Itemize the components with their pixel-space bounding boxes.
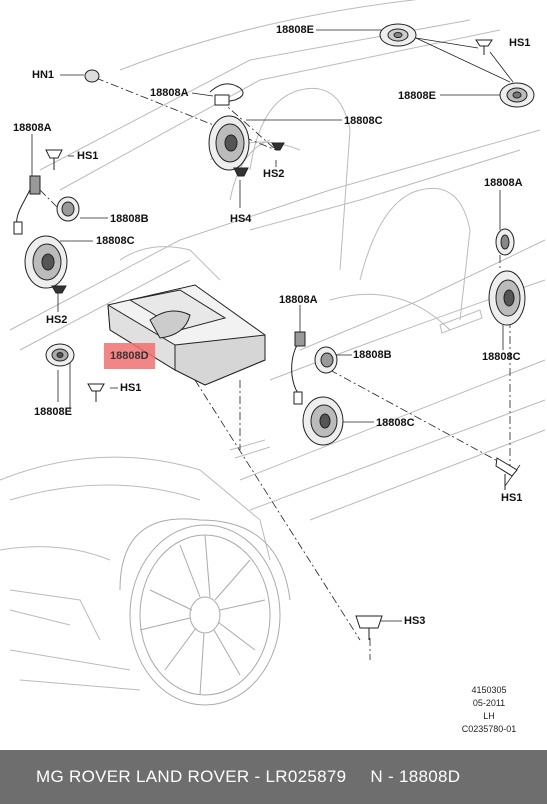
- callout-18808a-top: 18808A: [150, 87, 189, 99]
- callout-18808d-highlighted: 18808D: [104, 343, 155, 369]
- wheel-outline: [119, 518, 291, 706]
- callout-hs1-bottom-right: HS1: [501, 492, 523, 504]
- callout-hs4: HS4: [230, 213, 252, 225]
- callout-18808a-left: 18808A: [13, 122, 52, 134]
- meta-drawing-id: C0235780-01: [461, 724, 517, 734]
- callout-18808c-top: 18808C: [344, 115, 383, 127]
- callout-hs2-left: HS2: [46, 314, 68, 326]
- callout-hs1-top-right: HS1: [509, 37, 531, 49]
- footer-part-code: N - 18808D: [370, 767, 461, 786]
- callout-18808b-left: 18808B: [110, 213, 149, 225]
- footer-bar: MG ROVER LAND ROVER - LR025879 N - 18808…: [0, 750, 547, 804]
- vehicle-outline: [0, 0, 546, 691]
- callout-hn1: HN1: [32, 69, 55, 81]
- callout-hs1-left: HS1: [77, 150, 99, 162]
- callout-18808e-right: 18808E: [398, 90, 436, 102]
- center-lines: [39, 77, 511, 660]
- leader-lines: [31, 29, 521, 622]
- callout-hs3: HS3: [404, 615, 426, 627]
- meta-block: 4150305 05-2011 LH C0235780-01: [449, 684, 529, 736]
- callout-18808c-left: 18808C: [96, 235, 135, 247]
- callout-18808a-right: 18808A: [279, 294, 318, 306]
- callout-18808e-bottom-left: 18808E: [34, 406, 72, 418]
- meta-side: LH: [483, 711, 495, 721]
- callout-hs2-top: HS2: [263, 168, 285, 180]
- parts: [13, 23, 535, 640]
- callout-18808a-right-upper: 18808A: [484, 177, 523, 189]
- meta-ref-number: 4150305: [471, 685, 507, 695]
- callout-18808e-top: 18808E: [276, 24, 314, 36]
- callout-hs1-bottom-left: HS1: [120, 382, 142, 394]
- parts-diagram: [0, 0, 546, 706]
- meta-date: 05-2011: [472, 698, 506, 708]
- callout-18808c-right-center: 18808C: [376, 417, 415, 429]
- footer-brand-part-number: MG ROVER LAND ROVER - LR025879: [36, 767, 347, 786]
- callout-18808c-right: 18808C: [482, 351, 521, 363]
- callout-18808b-right: 18808B: [353, 349, 392, 361]
